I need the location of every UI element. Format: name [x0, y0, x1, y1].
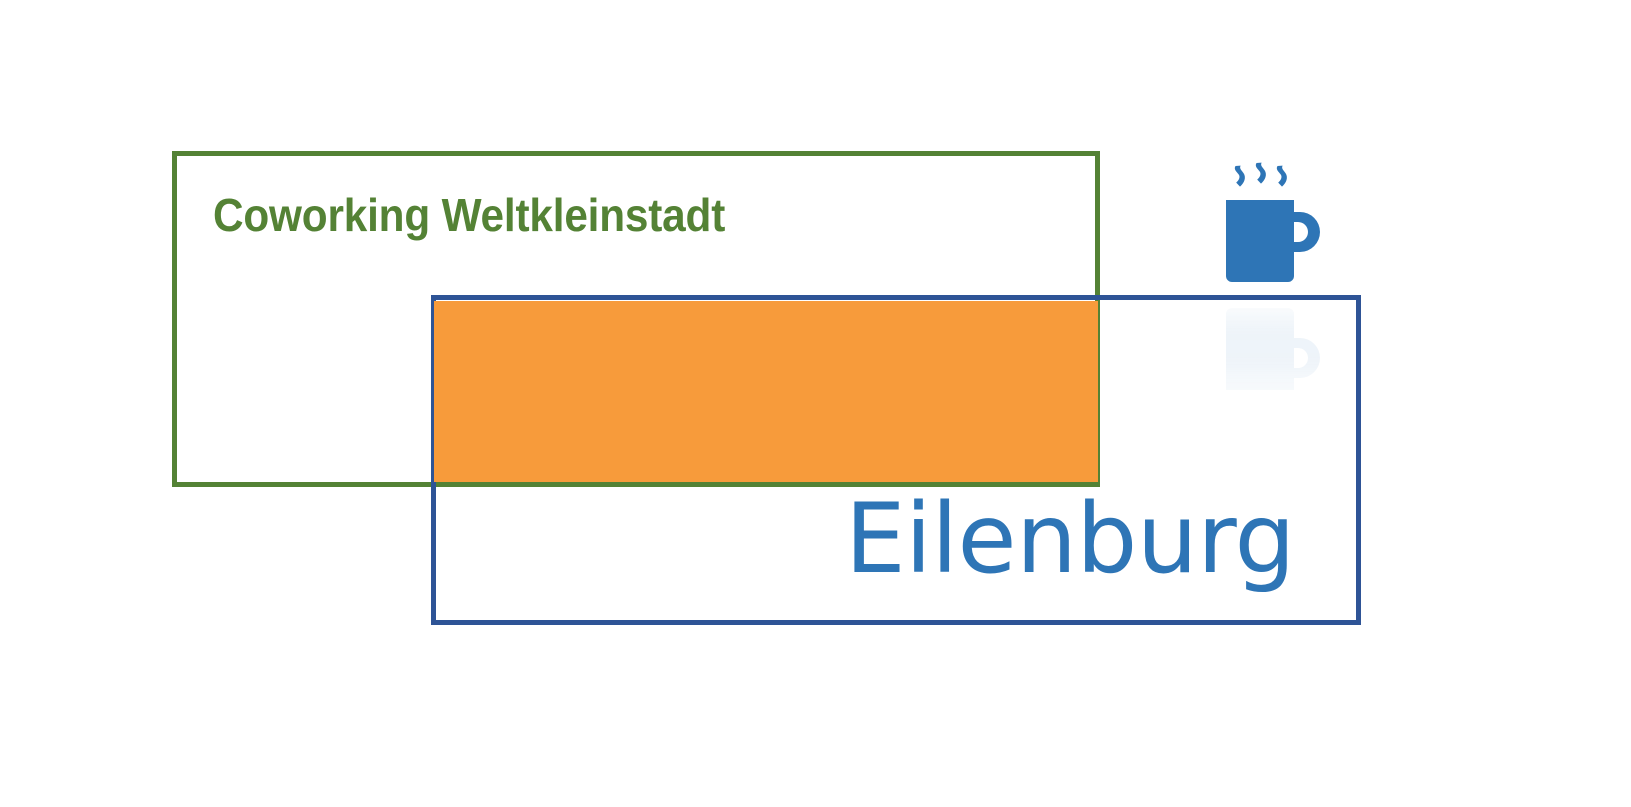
blue-outline-rectangle[interactable] — [431, 295, 1361, 625]
coffee-mug-icon — [1213, 160, 1333, 290]
orange-filled-bar[interactable] — [434, 301, 1098, 482]
page-title-eilenburg: Eilenburg — [845, 483, 1295, 595]
page-title-coworking: Coworking Weltkleinstadt — [213, 189, 726, 241]
coffee-mug-reflection-icon — [1213, 300, 1333, 430]
